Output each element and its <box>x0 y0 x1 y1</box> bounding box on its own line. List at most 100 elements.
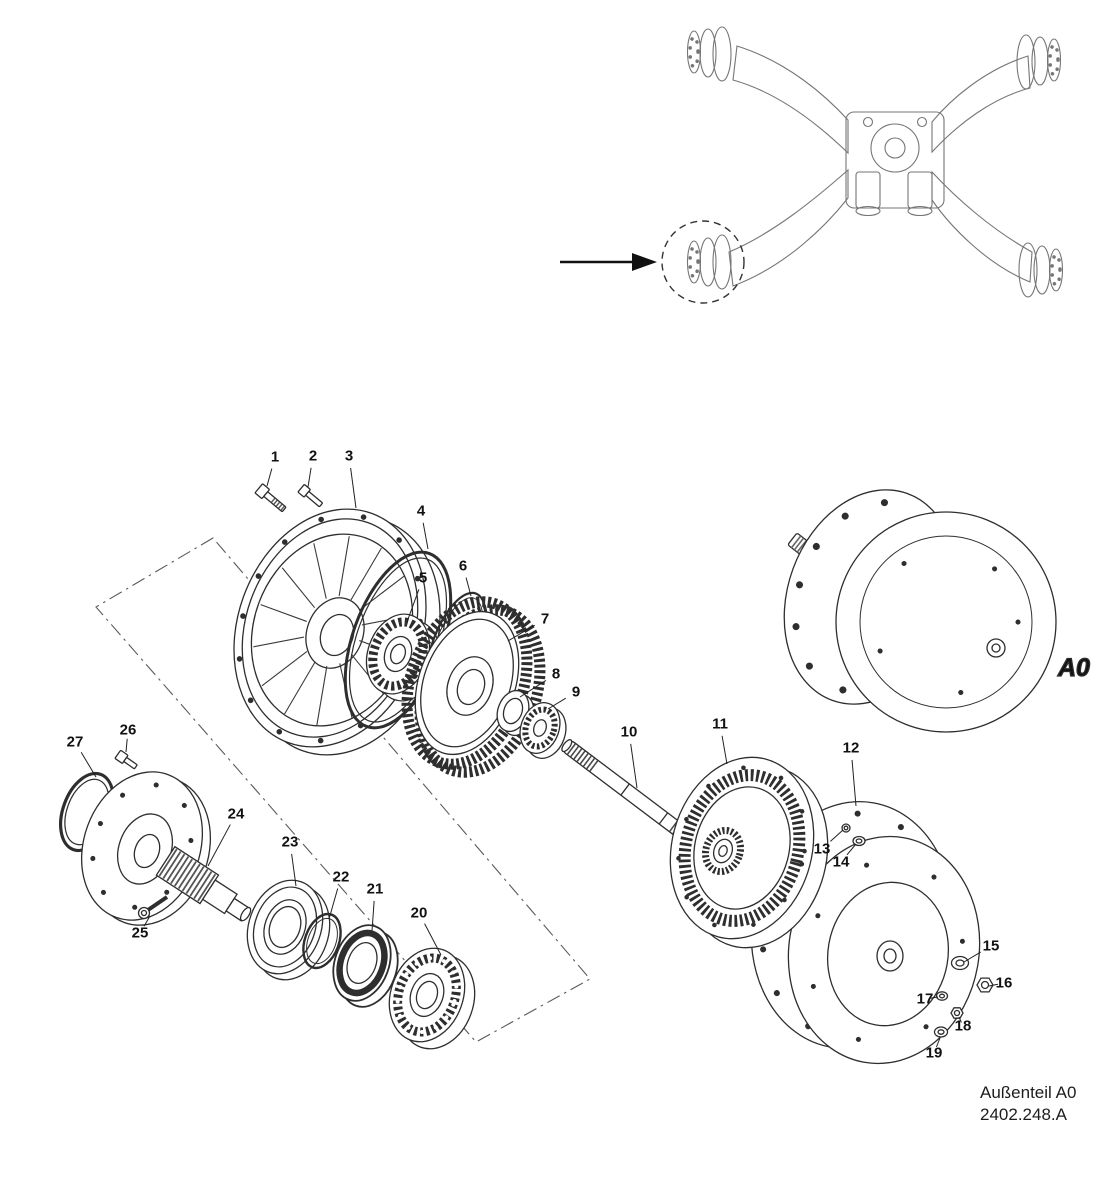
part-number-label: 16 <box>996 975 1013 992</box>
cylinder-cap-right <box>907 205 933 217</box>
part-number-label: 27 <box>67 734 84 751</box>
assembled-unit-view: A0 <box>783 489 1091 733</box>
callout-14: 14 <box>833 843 857 871</box>
assembled-drum <box>835 511 1057 733</box>
wheel-hub-top-right <box>1016 34 1062 90</box>
part-13-plug <box>841 823 851 833</box>
center-gear-bore <box>884 137 906 159</box>
part-26-stud <box>114 749 138 770</box>
part-14-washer <box>852 835 866 847</box>
part-8-thrust-washer <box>496 689 535 737</box>
callout-25: 25 <box>132 915 151 942</box>
callout-18: 18 <box>955 1016 972 1035</box>
part-24-wheel-spindle <box>80 771 252 926</box>
part-number-label: 26 <box>120 722 137 739</box>
part-11-ring-gear <box>669 756 829 949</box>
part-number-label: 11 <box>712 716 728 733</box>
center-housing <box>845 111 945 209</box>
part-number-label: 23 <box>282 834 299 851</box>
part-number-label: 8 <box>552 666 560 683</box>
part-25-bolt <box>137 895 169 920</box>
part-20-bearing <box>388 947 476 1050</box>
callout-5: 5 <box>406 570 427 623</box>
part-number-label: 13 <box>814 841 831 858</box>
part-number-label: 19 <box>926 1045 943 1062</box>
part-number-label: 5 <box>419 570 427 587</box>
trumpet-arm-lower-right <box>931 170 1033 283</box>
part-23-shaft-seal <box>246 879 331 981</box>
part-number-label: 12 <box>843 740 860 757</box>
part-number-label: 4 <box>417 503 426 520</box>
detail-pointer <box>560 220 745 304</box>
trumpet-arm-upper-left <box>732 45 849 155</box>
callout-17: 17 <box>917 991 939 1008</box>
section-plane-lines <box>95 537 591 1043</box>
callout-21: 21 <box>367 881 384 932</box>
part-1-bolt <box>254 483 287 513</box>
callout-7: 7 <box>507 611 549 642</box>
callout-1: 1 <box>266 449 279 487</box>
housing-fitting-right <box>916 116 928 128</box>
part-17-washer <box>935 991 949 1001</box>
assembled-drum-inner <box>859 535 1033 709</box>
part-number-label: 20 <box>411 905 428 922</box>
wheel-hub-top-left <box>686 26 732 82</box>
part-number-label: 25 <box>132 925 149 942</box>
part-number-label: 15 <box>983 938 1000 955</box>
callout-10: 10 <box>621 724 638 789</box>
part-number-label: 2 <box>309 448 317 465</box>
part-21-bushing <box>332 924 399 1008</box>
part-18-nut <box>950 1007 964 1019</box>
part-number-label: 14 <box>833 854 850 871</box>
callout-22: 22 <box>328 869 349 920</box>
part-9-bearing <box>519 702 567 759</box>
assembled-center-cap <box>986 638 1006 658</box>
callout-23: 23 <box>282 834 299 887</box>
trumpet-arm-upper-right <box>931 55 1031 154</box>
part-number-label: 10 <box>621 724 638 741</box>
cylinder-cap-left <box>855 205 881 217</box>
brake-cylinder-left <box>855 171 881 209</box>
part-number-label: 6 <box>459 558 467 575</box>
part-2-bolt <box>297 484 323 508</box>
assembled-face-bolts <box>871 547 1021 697</box>
assembled-center-bore <box>991 643 1001 653</box>
callout-24: 24 <box>207 806 245 867</box>
detail-area-circle <box>661 220 745 304</box>
caption: Außenteil A0 2402.248.A <box>980 1083 1076 1124</box>
sun-pinion <box>701 826 745 876</box>
callout-27: 27 <box>67 734 97 778</box>
pointer-arrow-head <box>632 253 657 271</box>
housing-fitting-left <box>862 116 874 128</box>
part-19-washer <box>933 1026 949 1038</box>
callout-19: 19 <box>926 1037 943 1062</box>
part-number-label: 1 <box>271 449 279 466</box>
trumpet-arm-lower-left <box>728 168 849 287</box>
callout-26: 26 <box>120 722 137 753</box>
center-gear <box>870 123 920 173</box>
part-number-label: 18 <box>955 1018 972 1035</box>
callout-16: 16 <box>988 975 1013 992</box>
callout-13: 13 <box>814 829 844 858</box>
callout-2: 2 <box>307 448 317 488</box>
part-15-washer <box>950 955 970 971</box>
part-number-label: 24 <box>228 806 245 823</box>
part-16-nut <box>976 977 994 993</box>
callout-20: 20 <box>411 905 442 956</box>
assembled-label: A0 <box>1057 654 1090 682</box>
callout-6: 6 <box>459 558 472 597</box>
callout-8: 8 <box>519 666 560 698</box>
callout-12: 12 <box>843 740 860 807</box>
part-number-label: 21 <box>367 881 384 898</box>
part-number-label: 7 <box>541 611 549 628</box>
part-22-o-ring <box>302 912 342 970</box>
brake-cylinder-right <box>907 171 933 209</box>
part-number-label: 3 <box>345 448 353 465</box>
axle-overview-drawing <box>686 26 1064 298</box>
callout-3: 3 <box>345 448 357 509</box>
callout-15: 15 <box>963 938 1000 963</box>
part-number-label: 9 <box>572 684 580 701</box>
callout-11: 11 <box>712 716 728 765</box>
